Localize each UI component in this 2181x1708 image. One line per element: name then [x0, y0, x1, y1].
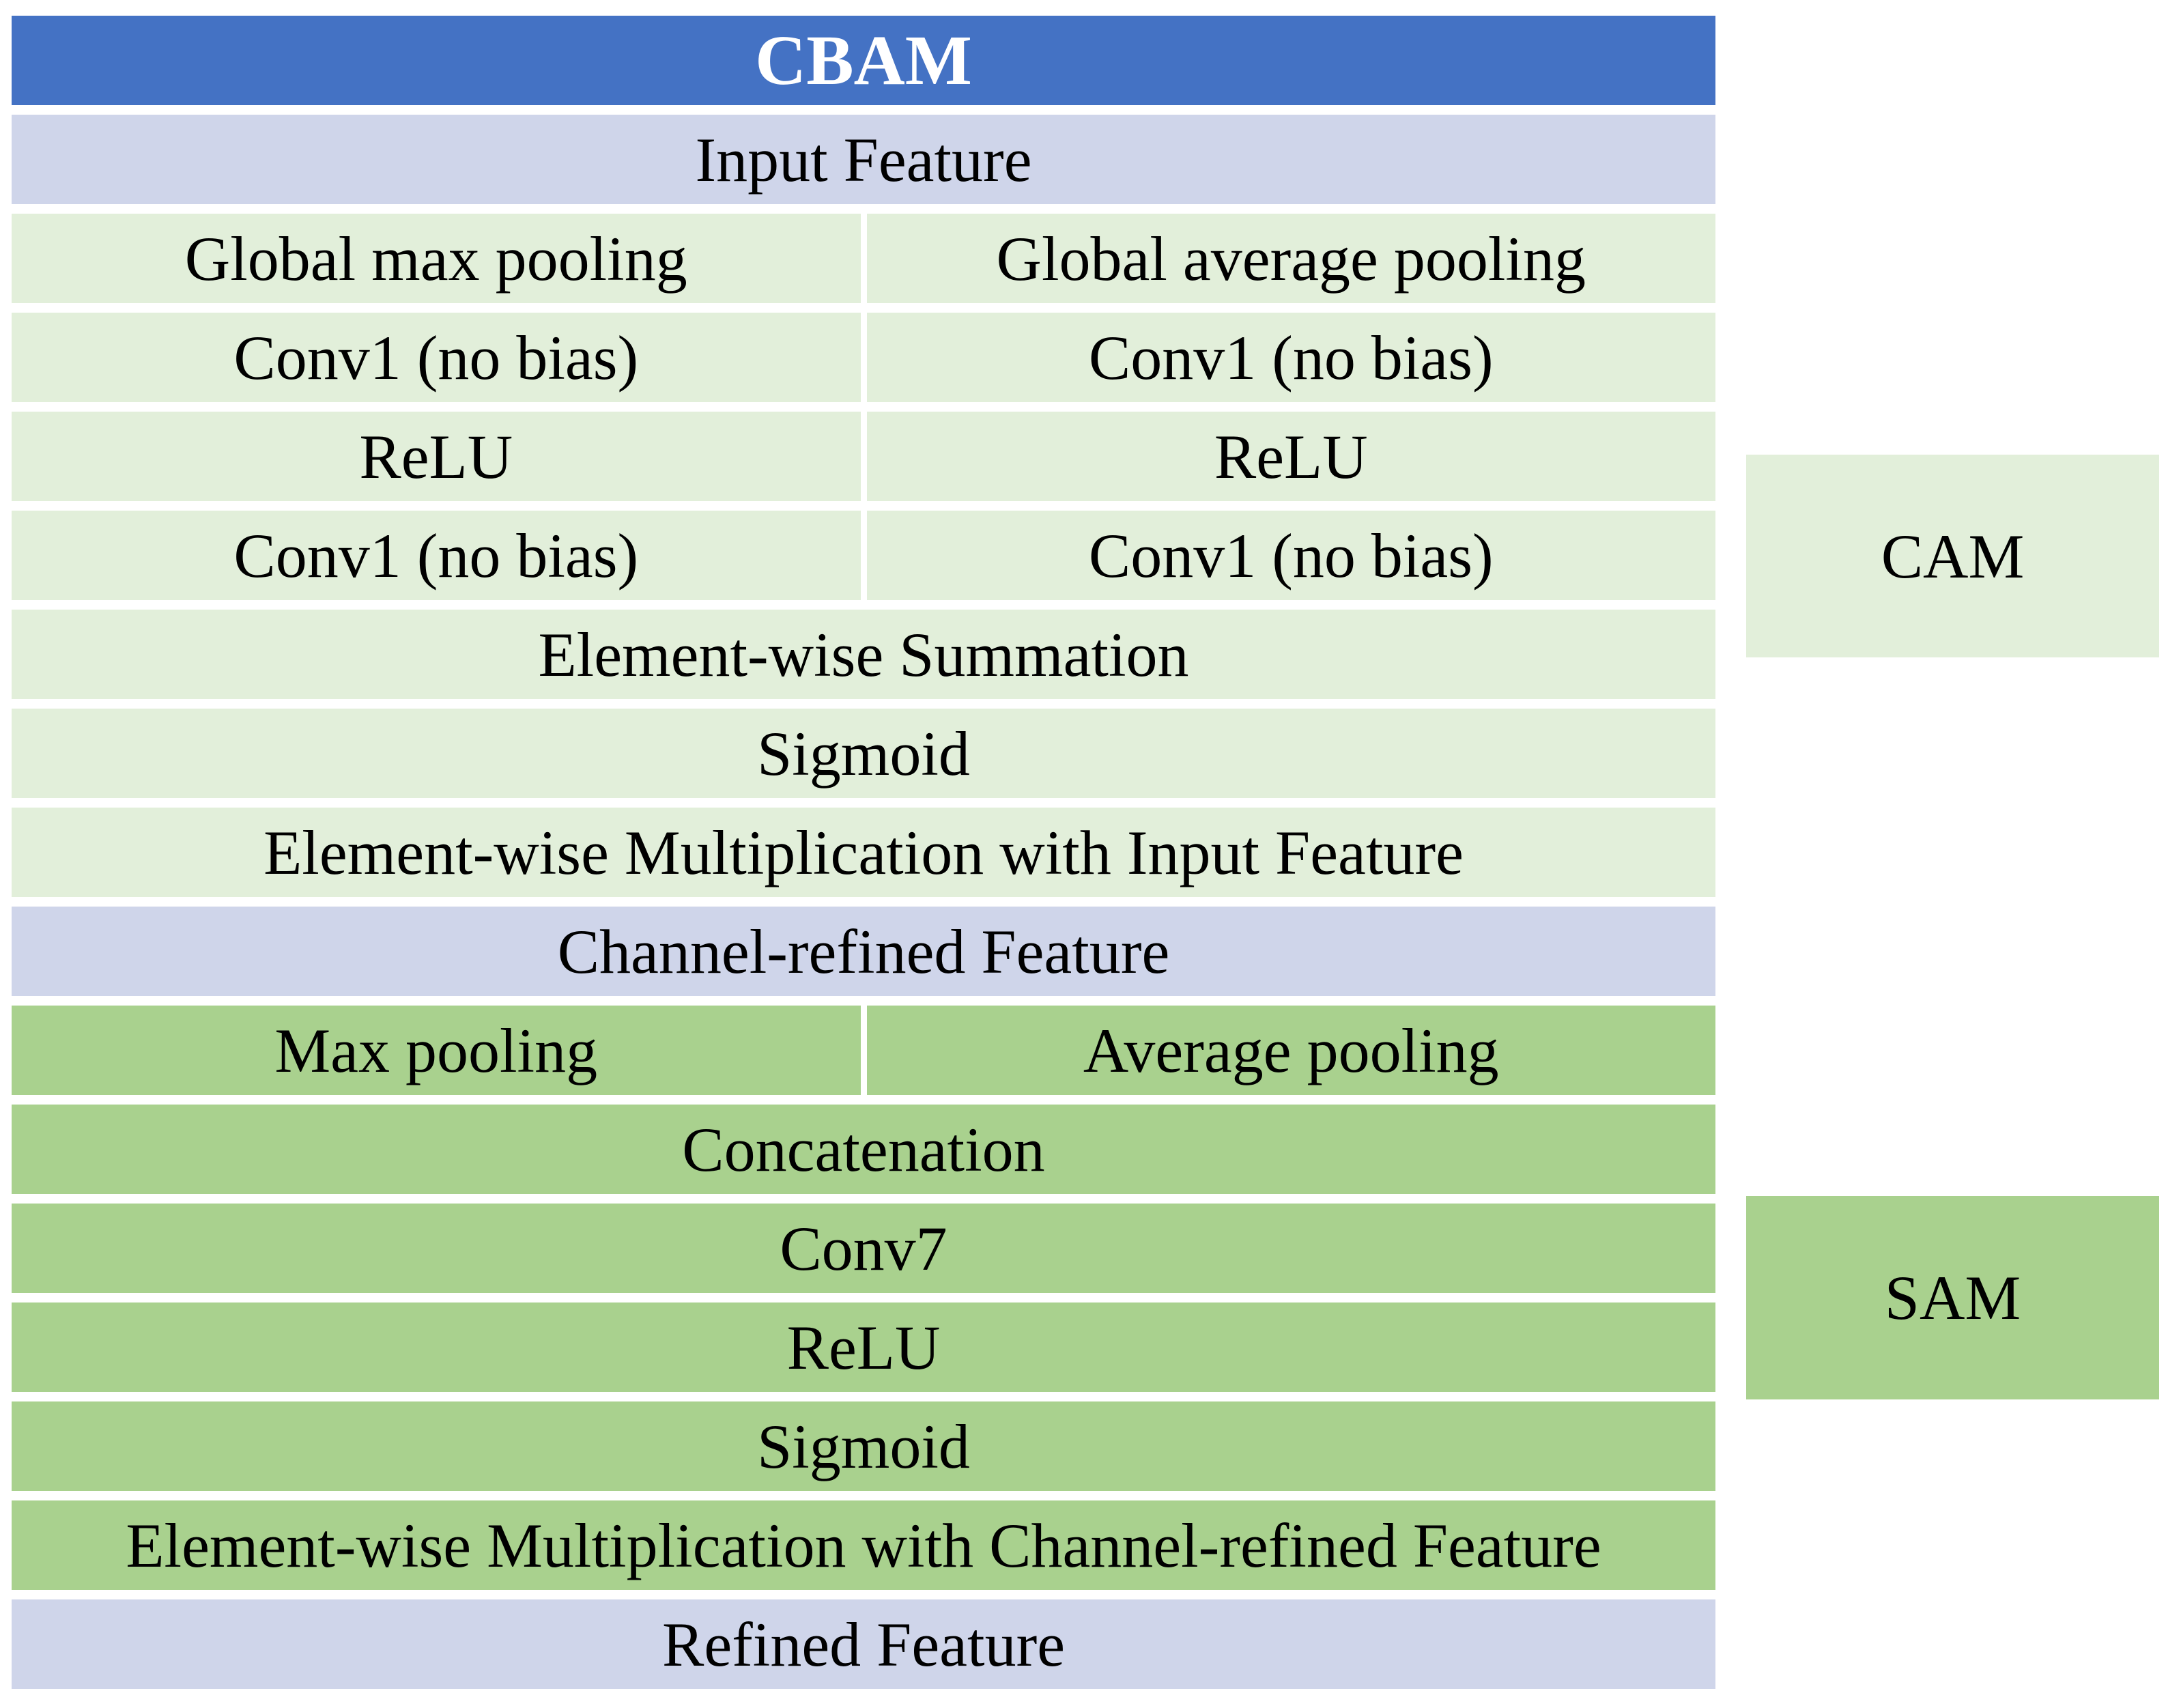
cbam-architecture-table: CBAM Input Feature Global max pooling Gl… [12, 16, 1715, 1698]
cell-relu-sam: ReLU [12, 1303, 1715, 1392]
cell-global-max-pooling: Global max pooling [12, 214, 861, 303]
cell-max-pooling: Max pooling [12, 1006, 861, 1095]
row-spatial-pooling: Max pooling Average pooling [12, 1006, 1715, 1095]
row-conv1-second: Conv1 (no bias) Conv1 (no bias) [12, 511, 1715, 600]
row-conv1-first: Conv1 (no bias) Conv1 (no bias) [12, 313, 1715, 402]
cell-input-feature: Input Feature [12, 115, 1715, 204]
cell-element-wise-summation: Element-wise Summation [12, 610, 1715, 699]
row-concatenation: Concatenation [12, 1105, 1715, 1194]
cell-refined-feature: Refined Feature [12, 1599, 1715, 1689]
cell-conv1-no-bias-max-branch: Conv1 (no bias) [12, 313, 861, 402]
cell-conv7: Conv7 [12, 1204, 1715, 1293]
cell-conv1-no-bias-max-branch-2: Conv1 (no bias) [12, 511, 861, 600]
cam-side-label: CAM [1746, 455, 2159, 657]
cell-global-average-pooling: Global average pooling [866, 214, 1715, 303]
sam-side-label: SAM [1746, 1196, 2159, 1399]
cell-relu-max-branch: ReLU [12, 412, 861, 501]
row-sigmoid-sam: Sigmoid [12, 1401, 1715, 1491]
cell-element-wise-multiplication-channel: Element-wise Multiplication with Channel… [12, 1500, 1715, 1590]
row-relu-cam: ReLU ReLU [12, 412, 1715, 501]
row-cbam-header: CBAM [12, 16, 1715, 105]
row-multiplication-channel-refined: Element-wise Multiplication with Channel… [12, 1500, 1715, 1590]
cell-channel-refined-feature: Channel-refined Feature [12, 907, 1715, 996]
row-input-feature: Input Feature [12, 115, 1715, 204]
cell-average-pooling: Average pooling [866, 1006, 1715, 1095]
cell-element-wise-multiplication-input: Element-wise Multiplication with Input F… [12, 808, 1715, 897]
cell-conv1-no-bias-avg-branch-2: Conv1 (no bias) [866, 511, 1715, 600]
cell-sigmoid-sam: Sigmoid [12, 1401, 1715, 1491]
row-sigmoid-cam: Sigmoid [12, 709, 1715, 798]
row-multiplication-input-feature: Element-wise Multiplication with Input F… [12, 808, 1715, 897]
row-global-pooling: Global max pooling Global average poolin… [12, 214, 1715, 303]
cell-sigmoid-cam: Sigmoid [12, 709, 1715, 798]
row-relu-sam: ReLU [12, 1303, 1715, 1392]
cbam-title: CBAM [12, 16, 1715, 105]
cell-conv1-no-bias-avg-branch: Conv1 (no bias) [866, 313, 1715, 402]
row-element-wise-summation: Element-wise Summation [12, 610, 1715, 699]
row-conv7: Conv7 [12, 1204, 1715, 1293]
cell-concatenation: Concatenation [12, 1105, 1715, 1194]
cell-relu-avg-branch: ReLU [866, 412, 1715, 501]
row-channel-refined-feature: Channel-refined Feature [12, 907, 1715, 996]
row-refined-feature: Refined Feature [12, 1599, 1715, 1689]
